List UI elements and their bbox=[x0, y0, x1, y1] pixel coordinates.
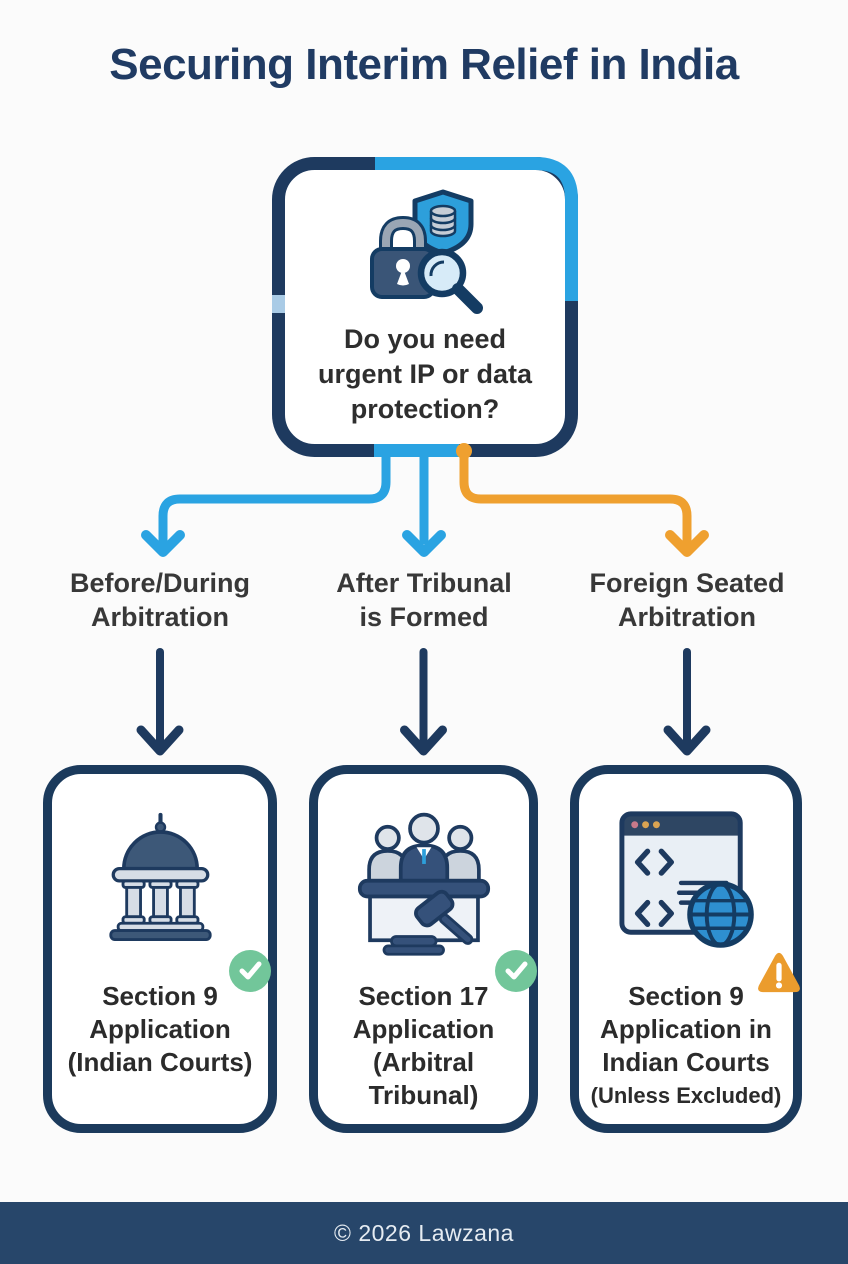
footer-copyright: © 2026 Lawzana bbox=[334, 1220, 514, 1246]
globe-icon bbox=[687, 881, 754, 948]
check-badge-icon bbox=[229, 950, 271, 992]
arrowhead-left-icon bbox=[141, 530, 185, 557]
browser-dot-yellow bbox=[642, 821, 650, 829]
decision-box-border-accent bbox=[375, 157, 578, 301]
branch-connector-right bbox=[459, 450, 709, 557]
browser-dot-orange bbox=[652, 821, 660, 829]
lock-shield-magnifier-icon bbox=[370, 189, 483, 314]
browser-dot-red bbox=[631, 821, 639, 829]
padlock-icon bbox=[370, 216, 436, 299]
arrowhead-center-icon bbox=[402, 530, 446, 557]
flow-arrow-2 bbox=[400, 648, 447, 756]
code-brackets-icon bbox=[634, 848, 674, 928]
branch-connector-left bbox=[141, 447, 391, 557]
page-title: Securing Interim Relief in India bbox=[109, 40, 739, 89]
connector-origin-dot bbox=[456, 443, 472, 459]
decision-box bbox=[272, 157, 578, 457]
footer-bar: © 2026 Lawzana bbox=[0, 1202, 848, 1264]
gavel-icon bbox=[382, 889, 473, 956]
branch-connector-center bbox=[402, 447, 446, 557]
flow-arrow-3 bbox=[663, 648, 711, 756]
warning-badge-icon bbox=[758, 952, 800, 993]
tribunal-gavel-icon bbox=[357, 812, 490, 956]
magnifier-icon bbox=[417, 248, 483, 314]
arrowhead-right-icon bbox=[665, 530, 709, 557]
check-badge-icon bbox=[495, 950, 537, 992]
browser-globe-icon bbox=[619, 811, 754, 948]
flow-arrow-1 bbox=[136, 648, 184, 756]
courthouse-icon bbox=[108, 812, 212, 941]
